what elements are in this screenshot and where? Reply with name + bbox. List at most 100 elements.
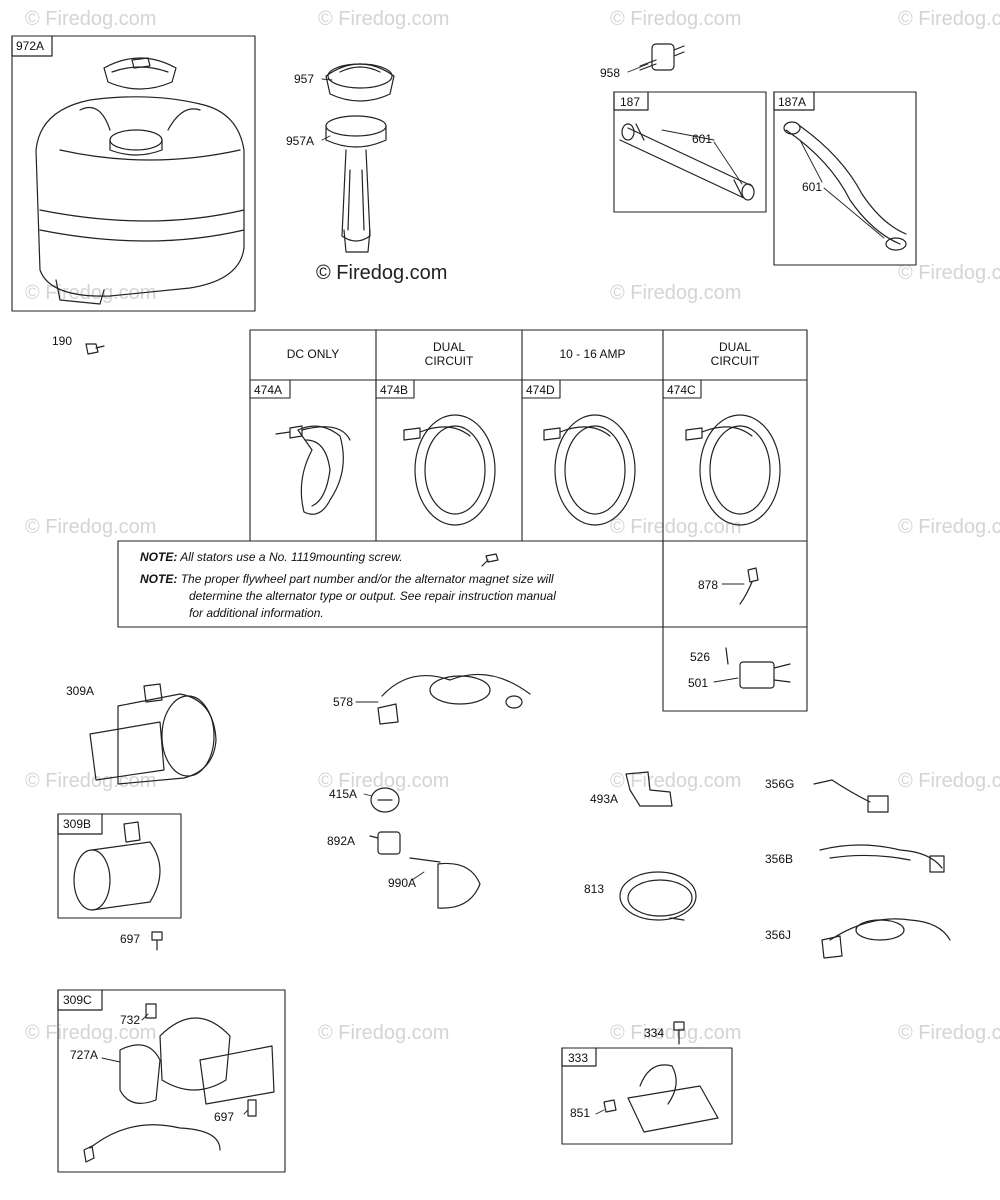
wire-878: [739, 567, 759, 605]
fuel-tank-illustration: [35, 57, 245, 305]
note-1-label: NOTE:: [140, 550, 178, 564]
watermark: © Firedog.com: [898, 1022, 1000, 1044]
part-label-958: 958: [600, 66, 621, 80]
watermark: © Firedog.com: [610, 516, 742, 538]
part-label-334: 334: [644, 1026, 665, 1040]
stator-474b: [403, 414, 496, 526]
part-label-356g: 356G: [765, 777, 795, 791]
part-label-727a: 727A: [70, 1048, 99, 1062]
table-header-dual-circuit: DUAL CIRCUIT: [424, 340, 474, 368]
box-972a: [11, 35, 256, 312]
table-header-dual-circuit-2: DUAL CIRCUIT: [710, 340, 760, 368]
box-309c: [57, 989, 286, 1173]
watermark: © Firedog.com: [610, 770, 742, 792]
starter-309a: [89, 683, 217, 785]
watermark: © Firedog.com: [25, 516, 157, 538]
watermark: © Firedog.com: [25, 8, 157, 30]
fuel-cap-957a: [325, 115, 387, 253]
cell-label-474d: 474D: [526, 383, 555, 397]
cell-label-474a: 474A: [254, 383, 283, 397]
note-2-line-3: for additional information.: [189, 606, 324, 620]
box-label-309b: 309B: [63, 817, 92, 831]
watermark: © Firedog.com: [898, 516, 1000, 538]
switch-415a: [370, 787, 400, 813]
firedog-watermark: © Firedog.com: [316, 262, 448, 284]
cell-label-474c: 474C: [667, 383, 696, 397]
part-label-493a: 493A: [590, 792, 619, 806]
harness-356g: [813, 779, 889, 813]
box-187: [613, 91, 767, 213]
box-label-972a: 972A: [16, 39, 45, 53]
screw-334: [673, 1021, 685, 1045]
stator-474a: [275, 425, 351, 515]
watermark: © Firedog.com: [898, 262, 1000, 284]
part-label-732: 732: [120, 1013, 141, 1027]
harness-356j: [821, 918, 951, 959]
part-label-578: 578: [333, 695, 354, 709]
part-label-601: 601: [802, 180, 823, 194]
screw-697: [151, 931, 163, 951]
part-label-990a: 990A: [388, 876, 417, 890]
part-label-601: 601: [692, 132, 713, 146]
part-label-957a: 957A: [286, 134, 315, 148]
part-label-309a: 309A: [66, 684, 95, 698]
note-2: NOTE: The proper flywheel part number an…: [140, 572, 554, 586]
watermark: © Firedog.com: [610, 282, 742, 304]
watermark: © Firedog.com: [898, 8, 1000, 30]
note-2-line-2: determine the alternator type or output.…: [189, 589, 556, 603]
note-2-label: NOTE:: [140, 572, 178, 586]
watermark: © Firedog.com: [318, 1022, 450, 1044]
leader-lines: [101, 63, 885, 1115]
stator-474c: [685, 414, 781, 526]
screw-icon: [481, 553, 499, 567]
part-label-190: 190: [52, 334, 73, 348]
table-header-amp: 10 - 16 AMP: [559, 347, 626, 361]
part-label-957: 957: [294, 72, 315, 86]
knob-990a: [409, 857, 481, 909]
harness-356b: [819, 844, 945, 873]
watermark: © Firedog.com: [610, 8, 742, 30]
fuel-line-187: [619, 123, 755, 201]
fuel-line-187a: [783, 121, 907, 251]
fuel-cap-957: [325, 63, 395, 102]
clamp-813: [619, 871, 697, 921]
part-label-813: 813: [584, 882, 605, 896]
stator-474d: [543, 414, 636, 526]
watermark: © Firedog.com: [318, 770, 450, 792]
part-label-697: 697: [214, 1110, 235, 1124]
box-label-187a: 187A: [778, 95, 807, 109]
watermark: © Firedog.com: [318, 8, 450, 30]
box-309b: [57, 813, 182, 919]
starter-309b: [73, 821, 161, 911]
fuel-valve-958: [639, 43, 685, 71]
watermark: © Firedog.com: [898, 770, 1000, 792]
cell-label-474b: 474B: [380, 383, 409, 397]
part-label-356j: 356J: [765, 928, 792, 942]
note-1: NOTE: All stators use a No. 1119mounting…: [140, 550, 403, 564]
starter-309c: [83, 1003, 275, 1163]
box-187a: [773, 91, 917, 266]
part-label-526: 526: [690, 650, 711, 664]
note-box: [117, 540, 808, 712]
box-label-187: 187: [620, 95, 641, 109]
box-label-333: 333: [568, 1051, 589, 1065]
switch-892a: [369, 831, 401, 855]
note-2-line-1: The proper flywheel part number and/or t…: [180, 572, 554, 586]
part-label-356b: 356B: [765, 852, 794, 866]
part-label-892a: 892A: [327, 834, 356, 848]
harness-578: [377, 673, 531, 725]
screw-190: [85, 343, 105, 355]
part-label-501: 501: [688, 676, 709, 690]
coil-333: [603, 1064, 719, 1133]
note-1-text: All stators use a No. 1119mounting screw…: [180, 550, 403, 564]
bracket-493a: [625, 771, 673, 807]
part-label-851: 851: [570, 1106, 591, 1120]
part-label-878: 878: [698, 578, 719, 592]
part-label-415a: 415A: [329, 787, 358, 801]
box-label-309c: 309C: [63, 993, 92, 1007]
watermark: © Firedog.com: [610, 1022, 742, 1044]
box-333: [561, 1047, 733, 1145]
module-501: [725, 647, 791, 689]
